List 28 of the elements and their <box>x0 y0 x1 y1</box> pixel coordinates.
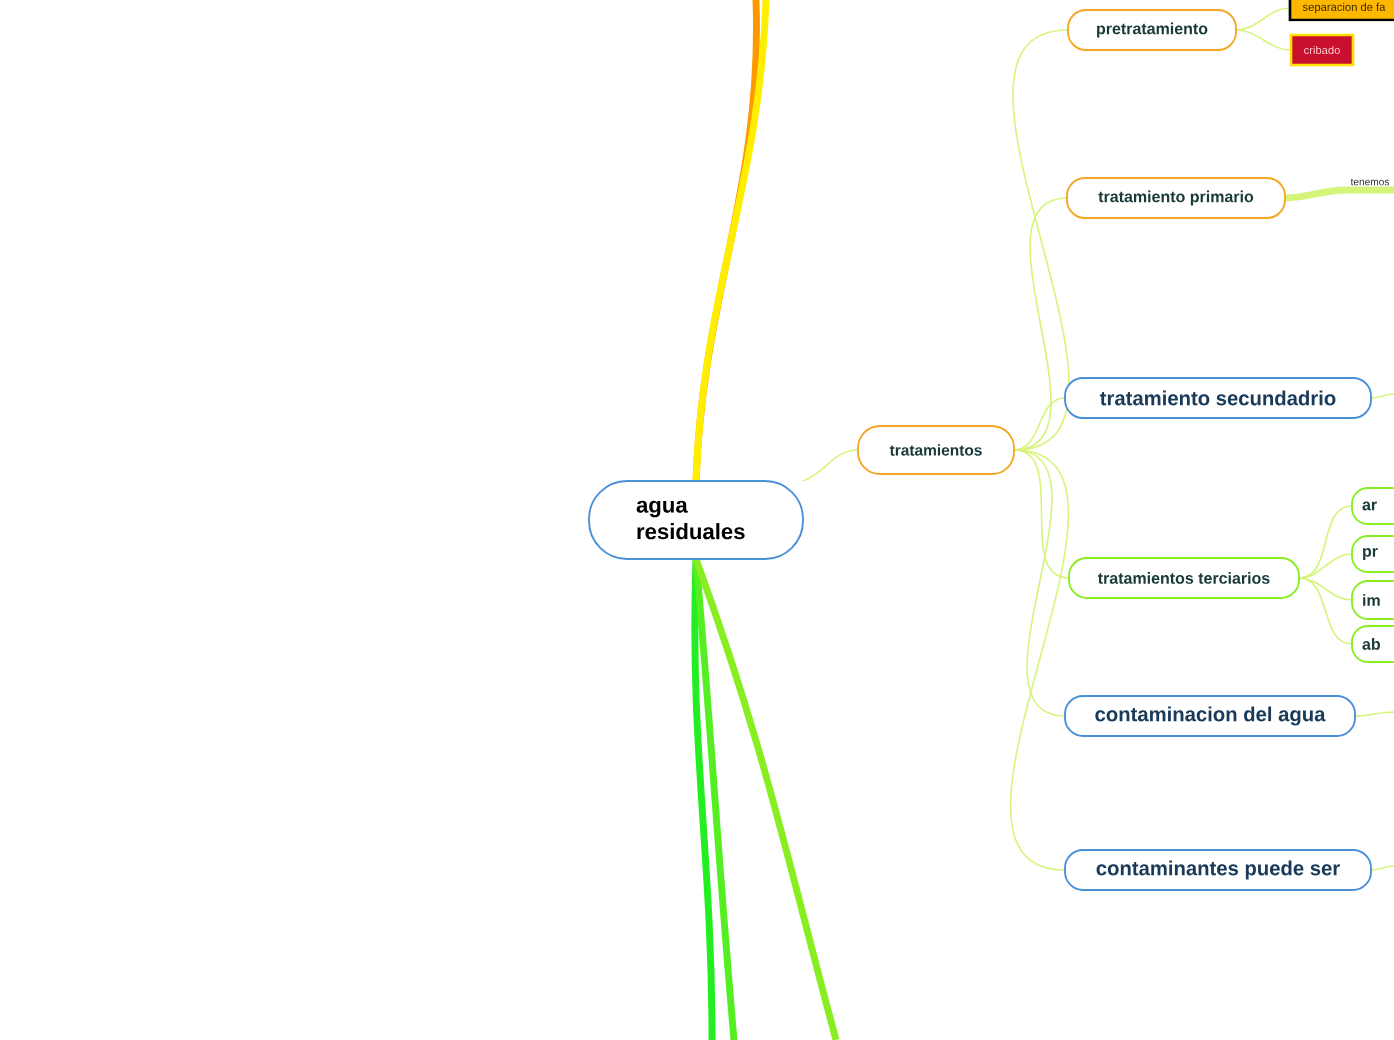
topic-box: pr <box>1351 535 1394 573</box>
branch-line <box>692 558 738 1040</box>
topic-box: contaminantes puede ser <box>1064 849 1372 891</box>
branch-line <box>1284 186 1394 202</box>
branch-line <box>691 558 716 1040</box>
branch-line <box>1298 577 1353 645</box>
topic-box: im <box>1351 580 1394 620</box>
node-label: tratamiento secundadrio <box>1100 390 1336 406</box>
topic-box: ab <box>1351 625 1394 663</box>
topic-box: tratamiento secundadrio <box>1064 377 1372 419</box>
topic-box: tratamiento primario <box>1066 177 1286 219</box>
branch-line <box>692 557 840 1040</box>
topic-box: agua residuales <box>588 480 804 560</box>
branch-line <box>1235 29 1292 51</box>
topic-box: ar <box>1351 487 1394 525</box>
topic-box: tratamientos terciarios <box>1068 557 1300 599</box>
topic-box: contaminacion del agua <box>1064 695 1356 737</box>
branch-line <box>1370 393 1394 399</box>
branch-line <box>1298 505 1353 579</box>
branch-line <box>1370 865 1394 871</box>
branch-line <box>1354 711 1394 717</box>
branch-line <box>1009 449 1070 871</box>
topic-box: pretratamiento <box>1067 9 1237 51</box>
branch-line <box>1012 29 1070 451</box>
branch-line <box>1235 7 1291 31</box>
branch-line <box>1298 553 1353 579</box>
branch-line <box>802 449 859 482</box>
branch-line <box>1013 397 1066 451</box>
